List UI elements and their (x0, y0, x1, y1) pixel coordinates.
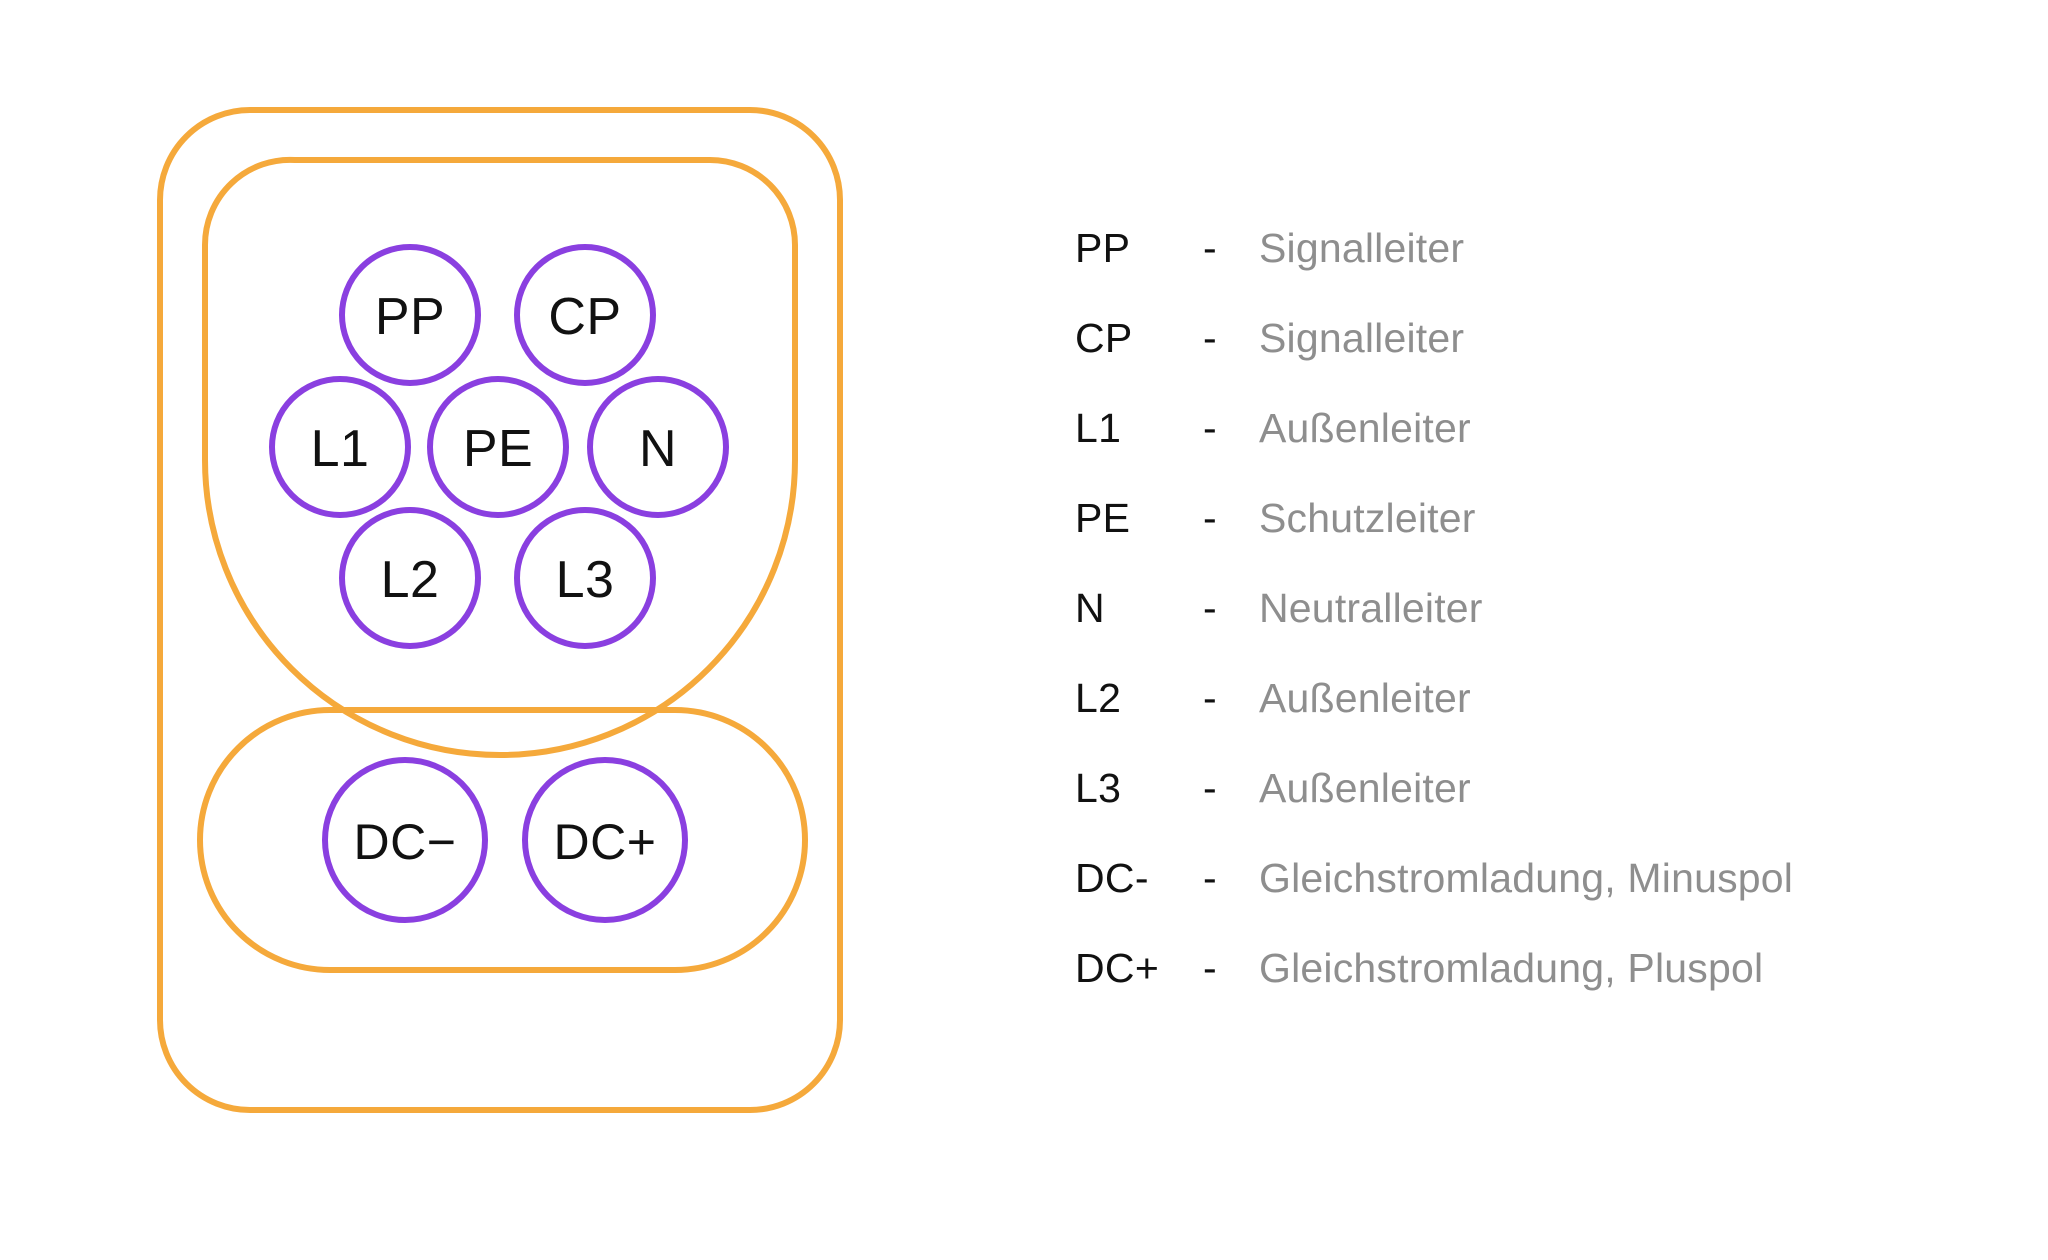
legend-dash: - (1203, 765, 1217, 811)
pin-cp-circle[interactable] (514, 244, 656, 386)
legend-code: N (1075, 585, 1105, 631)
ac-section-outline (201, 156, 798, 758)
pin-cp-label: CP (548, 288, 621, 346)
pin-n-circle[interactable] (587, 376, 729, 518)
legend-description: Außenleiter (1259, 765, 1471, 811)
legend-row: L3 - Außenleiter (1075, 765, 1975, 855)
pin-dc-minus-label: DC− (354, 814, 457, 870)
legend-description: Gleichstromladung, Minuspol (1259, 855, 1794, 901)
connector-svg: PP CP L1 PE N (157, 107, 843, 1113)
legend-dash: - (1203, 495, 1217, 541)
pin-dc-plus-label: DC+ (554, 814, 657, 870)
legend-row: PE - Schutzleiter (1075, 495, 1975, 585)
legend-row: N - Neutralleiter (1075, 585, 1975, 675)
legend-code: CP (1075, 315, 1133, 361)
pin-l1-label: L1 (311, 420, 370, 478)
pin-l2-label: L2 (381, 551, 440, 609)
legend-dash: - (1203, 315, 1217, 361)
legend-row: L2 - Außenleiter (1075, 675, 1975, 765)
pin-cp[interactable]: CP (514, 244, 656, 386)
legend-row: DC- - Gleichstromladung, Minuspol (1075, 855, 1975, 945)
pin-l3-circle[interactable] (514, 507, 656, 649)
legend-description: Außenleiter (1259, 675, 1471, 721)
pin-dc-plus[interactable]: DC+ (522, 757, 688, 923)
pin-n-label: N (639, 420, 677, 478)
ac-pin-group: PP CP L1 PE N (269, 244, 729, 649)
legend-row: L1 - Außenleiter (1075, 405, 1975, 495)
pin-l1-circle[interactable] (269, 376, 411, 518)
legend-code: PP (1075, 225, 1131, 271)
legend-row: CP - Signalleiter (1075, 315, 1975, 405)
connector-diagram: PP CP L1 PE N (150, 100, 910, 1160)
legend-dash: - (1203, 405, 1217, 451)
legend-code: L3 (1075, 765, 1122, 811)
legend-description: Außenleiter (1259, 405, 1471, 451)
pin-l3[interactable]: L3 (514, 507, 656, 649)
pin-l3-label: L3 (556, 551, 615, 609)
dc-section-outline (197, 707, 808, 973)
legend-dash: - (1203, 585, 1217, 631)
pin-pp[interactable]: PP (339, 244, 481, 386)
legend-code: DC- (1075, 855, 1149, 901)
legend-dash: - (1203, 945, 1217, 991)
legend-code: DC+ (1075, 945, 1160, 991)
pin-pe[interactable]: PE (427, 376, 569, 518)
pin-l2-circle[interactable] (339, 507, 481, 649)
legend-dash: - (1203, 225, 1217, 271)
dc-pin-group: DC− DC+ (322, 757, 688, 923)
pin-pp-label: PP (375, 288, 445, 346)
pin-dc-plus-circle[interactable] (522, 757, 688, 923)
legend-code: L2 (1075, 675, 1122, 721)
pin-n[interactable]: N (587, 376, 729, 518)
pin-legend: PP - Signalleiter CP - Signalleiter L1 -… (1075, 225, 1975, 1035)
pin-l2[interactable]: L2 (339, 507, 481, 649)
legend-description: Gleichstromladung, Pluspol (1259, 945, 1764, 991)
legend-code: PE (1075, 495, 1131, 541)
pin-pp-circle[interactable] (339, 244, 481, 386)
pin-pe-circle[interactable] (427, 376, 569, 518)
pin-pe-label: PE (463, 420, 533, 478)
pin-dc-minus[interactable]: DC− (322, 757, 488, 923)
legend-description: Schutzleiter (1259, 495, 1476, 541)
legend-description: Neutralleiter (1259, 585, 1483, 631)
legend-dash: - (1203, 855, 1217, 901)
legend-description: Signalleiter (1259, 225, 1465, 271)
legend-dash: - (1203, 675, 1217, 721)
pin-l1[interactable]: L1 (269, 376, 411, 518)
legend-code: L1 (1075, 405, 1122, 451)
pin-dc-minus-circle[interactable] (322, 757, 488, 923)
outer-housing-outline (157, 107, 843, 1113)
legend-row: DC+ - Gleichstromladung, Pluspol (1075, 945, 1975, 1035)
legend-description: Signalleiter (1259, 315, 1465, 361)
legend-row: PP - Signalleiter (1075, 225, 1975, 315)
